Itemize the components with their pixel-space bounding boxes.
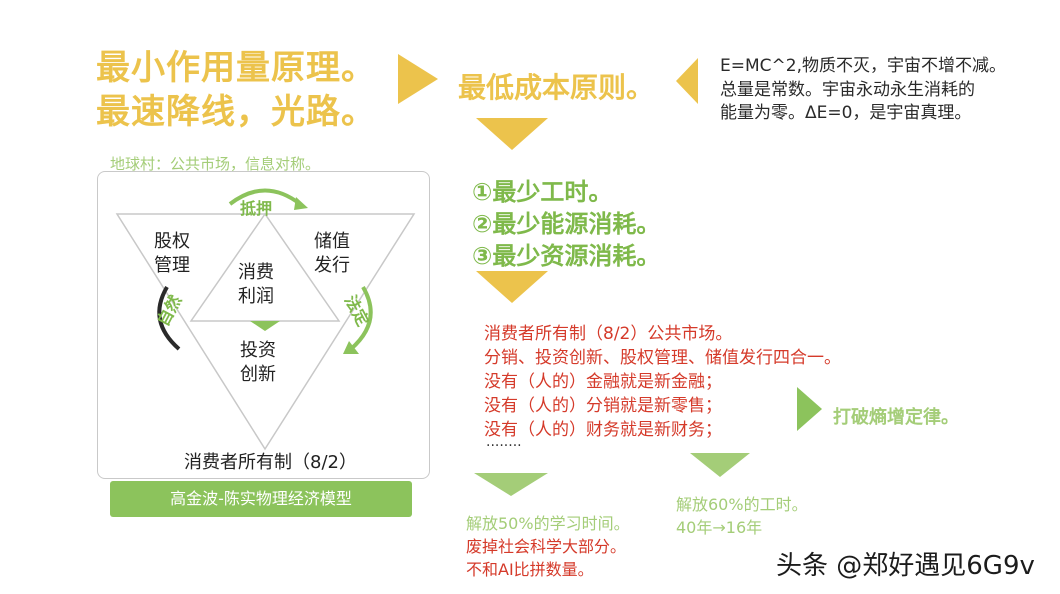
study-line-3: 不和AI比拼数量。	[466, 560, 594, 579]
collateral-label: 抵押	[240, 199, 273, 218]
entropy-text: 打破熵增定律。	[833, 407, 959, 428]
consumer-profit-text: 消费 利润	[238, 262, 274, 307]
energy-note-line-3-text: 能量为零。ΔE=0，是宇宙真理。	[720, 103, 972, 123]
down-arrow-green-1	[476, 271, 548, 303]
headline-line-2: 最速降线，光路。	[96, 92, 376, 132]
energy-note-line-3: 能量为零。ΔE=0，是宇宙真理。	[720, 98, 971, 123]
study-line-2: 废掉社会科学大部分。	[466, 537, 627, 556]
equity-management-text: 股权 管理	[154, 231, 190, 276]
profit-down-arrow	[250, 321, 280, 331]
watermark: 头条 @郑好遇见6G9v	[776, 551, 1035, 581]
right-arrow-entropy	[797, 387, 822, 431]
energy-note-line-2: 总量是常数。宇宙永动永生消耗的	[720, 80, 975, 100]
consumer-line-ellipsis: ........	[486, 434, 522, 450]
collateral-arrowhead	[294, 197, 308, 210]
right-arrow-to-center	[398, 54, 438, 104]
down-arrow-work	[690, 453, 750, 477]
center-title: 最低成本原则。	[458, 71, 655, 104]
consumer-line-4: 没有（人的）分销就是新零售；	[484, 396, 722, 416]
consumer-profit-label: 消费 利润	[238, 261, 274, 309]
study-line-1: 解放50%的学习时间。	[466, 514, 630, 533]
collateral-arrow	[228, 188, 302, 206]
headline-line-1: 最小作用量原理。	[96, 48, 376, 88]
model-name-bar: 高金波-陈实物理经济模型	[110, 481, 412, 517]
stored-value-issue-text: 储值 发行	[314, 231, 350, 276]
law-arrowhead	[343, 341, 359, 354]
investment-innovation-label: 投资 创新	[240, 339, 276, 387]
energy-note-line-1: E=MC^2,物质不灭，宇宙不增不减。	[720, 56, 1006, 76]
step-1: ①最少工时。	[472, 178, 613, 206]
investment-innovation-text: 投资 创新	[240, 340, 276, 385]
work-line-1: 解放60%的工时。	[676, 495, 808, 514]
consumer-line-3: 没有（人的）金融就是新金融；	[484, 372, 722, 392]
nature-arrow	[157, 285, 181, 351]
consumer-line-5: 没有（人的）财务就是新财务；	[484, 420, 722, 440]
consumer-line-1: 消费者所有制（8/2）公共市场。	[484, 324, 733, 344]
left-arrow-from-energy	[676, 58, 698, 104]
work-line-2: 40年→16年	[676, 518, 763, 537]
down-arrow-gold	[476, 118, 548, 150]
consumer-ownership-label: 消费者所有制（8/2）	[184, 452, 357, 473]
law-arrow	[349, 285, 373, 351]
consumer-line-2: 分销、投资创新、股权管理、储值发行四合一。	[484, 348, 841, 368]
down-arrow-study	[474, 473, 548, 496]
step-3: ③最少资源消耗。	[472, 242, 661, 270]
triangle-diagram	[115, 188, 416, 451]
equity-management-label: 股权 管理	[154, 230, 190, 278]
stored-value-issue-label: 储值 发行	[314, 230, 350, 278]
step-2: ②最少能源消耗。	[472, 210, 661, 238]
village-caption: 地球村：公共市场，信息对称。	[110, 155, 321, 173]
